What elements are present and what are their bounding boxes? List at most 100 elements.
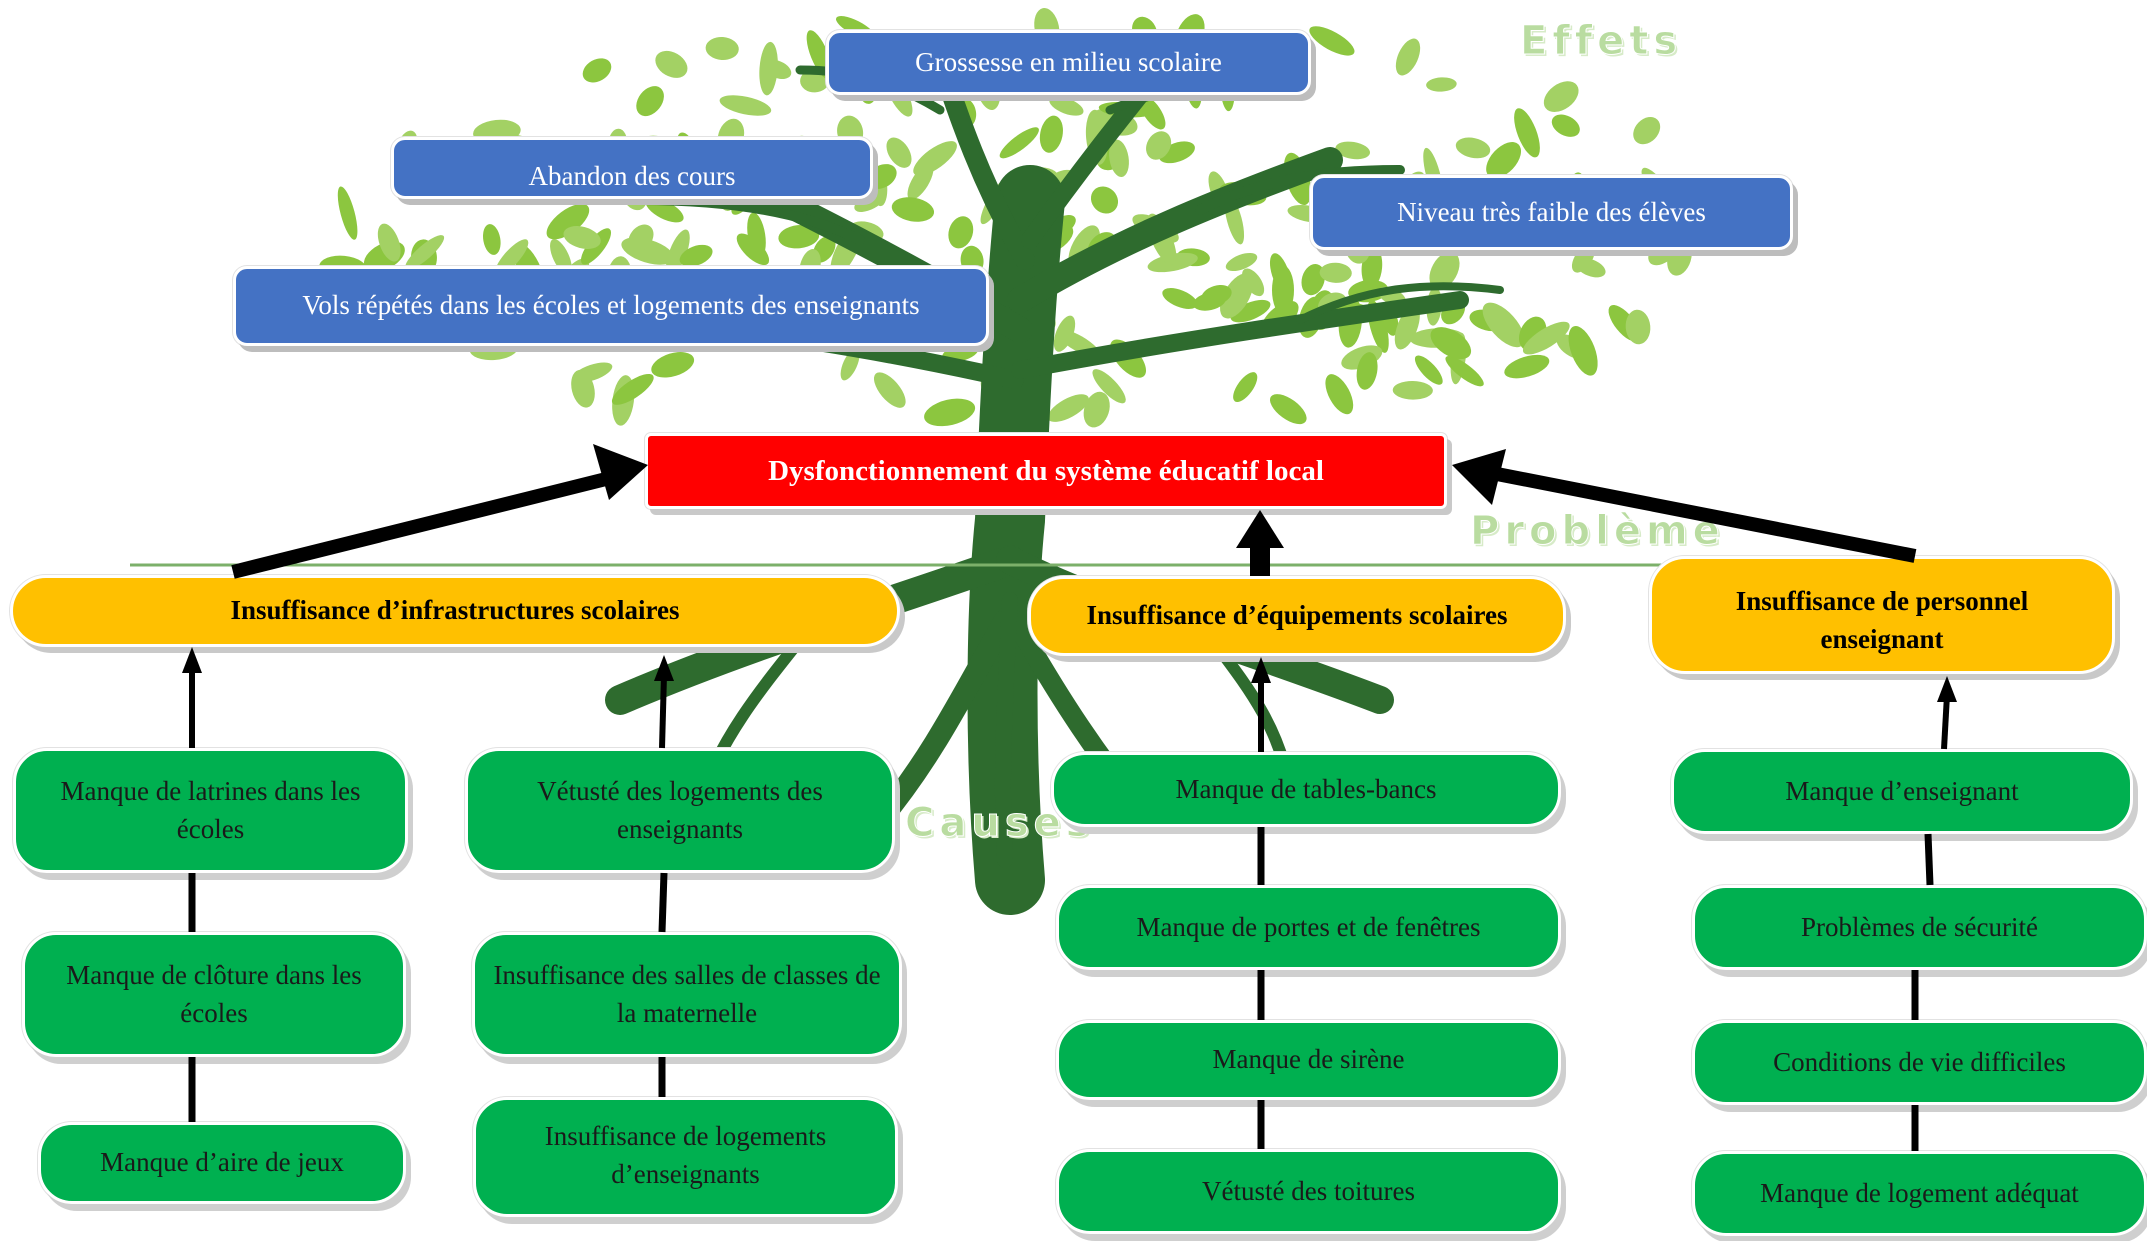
leaf (1394, 305, 1420, 350)
leaf (651, 352, 695, 378)
cause-label: Manque de latrines dans les écoles (60, 775, 361, 844)
cause-box-teacher-housing-shortage: Insuffisance de logements d’enseignants (473, 1097, 898, 1217)
cause-label: Manque de clôture dans les écoles (66, 959, 362, 1028)
cause-box-nursery-classrooms: Insuffisance des salles de classes de la… (472, 932, 902, 1057)
leaf (679, 244, 713, 267)
leaf (1272, 265, 1294, 315)
leaf (1053, 315, 1076, 352)
cause-box-playground: Manque d’aire de jeux (38, 1122, 406, 1204)
leaf (1395, 38, 1421, 76)
effect-label: Niveau très faible des élèves (1397, 196, 1706, 227)
leaf (665, 229, 690, 277)
effect-label: Grossesse en milieu scolaire (915, 46, 1222, 77)
cause-label: Manque d’aire de jeux (100, 1147, 344, 1178)
cause-label: Insuffisance de logements d’enseignants (544, 1121, 827, 1189)
leaf (628, 224, 654, 252)
leaf (1220, 273, 1254, 319)
leaf (999, 127, 1039, 159)
cause-box-adequate-housing: Manque de logement adéquat (1692, 1151, 2147, 1236)
problem-label: Problème (1470, 508, 1725, 555)
leaf (1625, 309, 1651, 345)
cause-label: Vétusté des toitures (1202, 1175, 1415, 1206)
effect-label: Abandon des cours (528, 161, 736, 191)
leaf (1269, 394, 1307, 425)
leaf (611, 373, 654, 405)
leaf (1522, 321, 1570, 355)
leaf (1092, 369, 1126, 404)
core-problem-label: Dysfonctionnement du système éducatif lo… (768, 454, 1324, 487)
leaf (913, 141, 957, 176)
cause-box-teacher-shortage: Manque d’enseignant (1671, 749, 2133, 834)
cause-box-siren: Manque de sirène (1056, 1020, 1561, 1100)
cause-label: Manque de sirène (1212, 1044, 1405, 1075)
leaf (1392, 380, 1433, 400)
leaf (1309, 26, 1355, 56)
leaf (1230, 299, 1271, 323)
leaf (1514, 108, 1540, 158)
leaf (1301, 264, 1325, 296)
cause-box-security: Problèmes de sécurité (1692, 885, 2147, 970)
cause-label: Insuffisance des salles de classes de la… (493, 959, 881, 1028)
effect-box-thefts: Vols répétés dans les écoles et logement… (233, 266, 989, 346)
leaf (1543, 81, 1579, 112)
leaf (1335, 141, 1371, 160)
leaf (1319, 262, 1352, 283)
leaf (924, 398, 976, 427)
leaf (1325, 374, 1354, 415)
leaf (1486, 142, 1522, 179)
leaf (337, 186, 358, 240)
cause-label: Manque de logement adéquat (1760, 1177, 2079, 1208)
leaf (1090, 186, 1119, 214)
leaf (1445, 356, 1484, 387)
leaf (719, 95, 772, 116)
cause-label: Problèmes de sécurité (1801, 911, 2038, 942)
leaf (1430, 327, 1472, 360)
cause-box-living-conditions: Conditions de vie difficiles (1692, 1020, 2147, 1105)
leaf (778, 224, 820, 249)
leaf (1225, 252, 1258, 272)
leaf (1146, 131, 1172, 160)
leaf (866, 164, 897, 189)
leaf (759, 41, 778, 96)
cause-label: Manque de portes et de fenêtres (1136, 911, 1481, 942)
cause-box-doors-windows: Manque de portes et de fenêtres (1056, 885, 1561, 970)
cause-box-latrines: Manque de latrines dans les écoles (13, 748, 408, 873)
leaf (1039, 115, 1063, 153)
cause-group-infrastructure: Insuffisance d’infrastructures scolaires (10, 575, 900, 647)
leaf (886, 137, 912, 168)
cause-group-label: Insuffisance d’équipements scolaires (1086, 600, 1508, 631)
leaf (550, 238, 572, 275)
leaf (891, 197, 935, 222)
cause-label: Manque d’enseignant (1785, 775, 2019, 806)
effect-box-pregnancy: Grossesse en milieu scolaire (826, 30, 1311, 95)
leaf (1201, 285, 1232, 306)
effect-box-dropout: Abandon des cours (391, 137, 873, 199)
leaf (1568, 325, 1598, 376)
leaf (1429, 251, 1460, 290)
leaf (1455, 137, 1491, 159)
leaf (1083, 391, 1110, 428)
cause-group-label: Insuffisance de personnel enseignant (1735, 586, 2029, 654)
leaf (1109, 139, 1129, 178)
leaf (655, 50, 688, 78)
leaf (873, 372, 906, 408)
leaf (483, 224, 501, 255)
leaf (1575, 258, 1606, 278)
effect-label: Vols répétés dans les écoles et logement… (302, 290, 920, 321)
leaf (854, 190, 887, 212)
cause-box-roofs: Vétusté des toitures (1056, 1149, 1561, 1234)
effect-box-low-level: Niveau très faible des élèves (1310, 175, 1793, 250)
leaf (948, 216, 974, 249)
leaf (405, 235, 445, 270)
leaf (1414, 355, 1443, 385)
cause-box-teacher-housing-dilapidation: Vétusté des logements des enseignants (465, 748, 895, 873)
cause-group-staff: Insuffisance de personnel enseignant (1649, 556, 2115, 674)
cause-group-equipment: Insuffisance d’équipements scolaires (1028, 576, 1566, 656)
cause-label: Vétusté des logements des enseignants (537, 775, 823, 844)
leaf (582, 58, 612, 83)
leaf (1233, 372, 1258, 403)
leaf (1551, 114, 1580, 137)
leaf (1482, 302, 1525, 348)
leaf (1162, 288, 1198, 309)
leaf (1049, 96, 1084, 116)
